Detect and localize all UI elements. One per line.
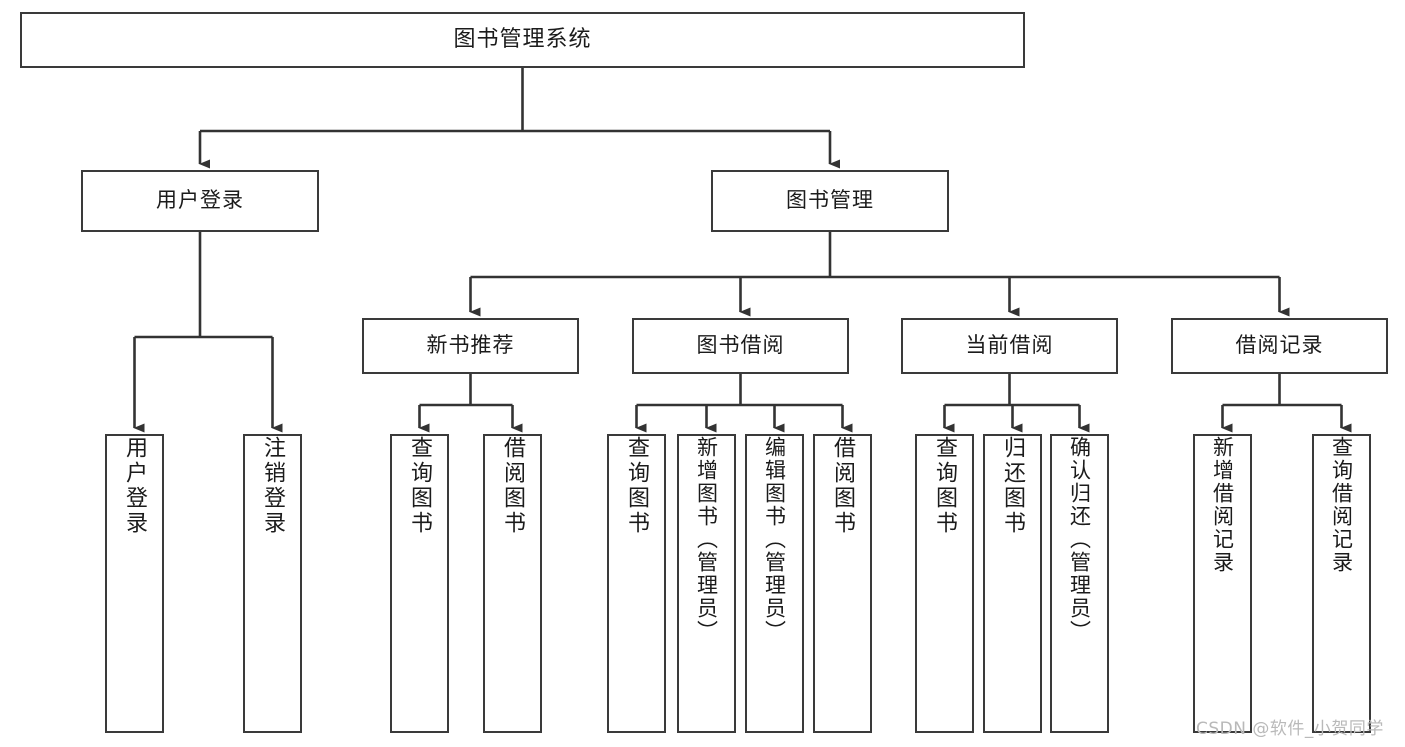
node-label: 借阅图书 (500, 436, 526, 536)
node-label: 新书推荐 (426, 333, 515, 358)
node-label: 图书管理系统 (453, 26, 592, 52)
node-label: 当前借阅 (965, 333, 1054, 358)
node-leaf-borrow-book-2[interactable]: 借阅图书 (813, 434, 872, 733)
node-label: 编辑图书（管理员） (762, 436, 787, 643)
node-user-login[interactable]: 用户登录 (81, 170, 319, 232)
node-label: 新增图书（管理员） (694, 436, 719, 643)
connector-edges (133, 68, 1352, 433)
node-label: 归还图书 (1000, 436, 1026, 536)
node-leaf-query-book-1[interactable]: 查询图书 (390, 434, 449, 733)
node-book-manage[interactable]: 图书管理 (711, 170, 949, 232)
node-label: 借阅图书 (830, 436, 856, 536)
node-leaf-add-record[interactable]: 新增借阅记录 (1193, 434, 1252, 733)
node-label: 查询图书 (407, 436, 433, 536)
node-leaf-return-book[interactable]: 归还图书 (983, 434, 1042, 733)
node-label: 用户登录 (122, 436, 148, 536)
csdn-watermark: CSDN @软件_小贺同学 (1196, 719, 1384, 739)
node-leaf-edit-book[interactable]: 编辑图书（管理员） (745, 434, 804, 733)
node-root[interactable]: 图书管理系统 (20, 12, 1025, 68)
node-leaf-query-book-2[interactable]: 查询图书 (607, 434, 666, 733)
node-label: 用户登录 (156, 188, 244, 213)
node-label: 图书管理 (786, 188, 874, 213)
node-label: 图书借阅 (696, 333, 785, 358)
node-borrow-record[interactable]: 借阅记录 (1171, 318, 1388, 374)
node-leaf-add-book[interactable]: 新增图书（管理员） (677, 434, 736, 733)
node-leaf-user-login[interactable]: 用户登录 (105, 434, 164, 733)
node-label: 注销登录 (260, 436, 286, 536)
node-label: 借阅记录 (1235, 333, 1324, 358)
node-label: 查询图书 (624, 436, 650, 536)
node-new-book-rec[interactable]: 新书推荐 (362, 318, 579, 374)
node-label: 新增借阅记录 (1210, 436, 1235, 574)
node-leaf-query-book-3[interactable]: 查询图书 (915, 434, 974, 733)
node-label: 确认归还（管理员） (1067, 436, 1092, 643)
node-leaf-user-logout[interactable]: 注销登录 (243, 434, 302, 733)
node-label: 查询图书 (932, 436, 958, 536)
node-current-borrow[interactable]: 当前借阅 (901, 318, 1118, 374)
node-leaf-borrow-book-1[interactable]: 借阅图书 (483, 434, 542, 733)
node-leaf-query-record[interactable]: 查询借阅记录 (1312, 434, 1371, 733)
node-book-borrow[interactable]: 图书借阅 (632, 318, 849, 374)
node-label: 查询借阅记录 (1329, 436, 1354, 574)
node-leaf-confirm-ret[interactable]: 确认归还（管理员） (1050, 434, 1109, 733)
